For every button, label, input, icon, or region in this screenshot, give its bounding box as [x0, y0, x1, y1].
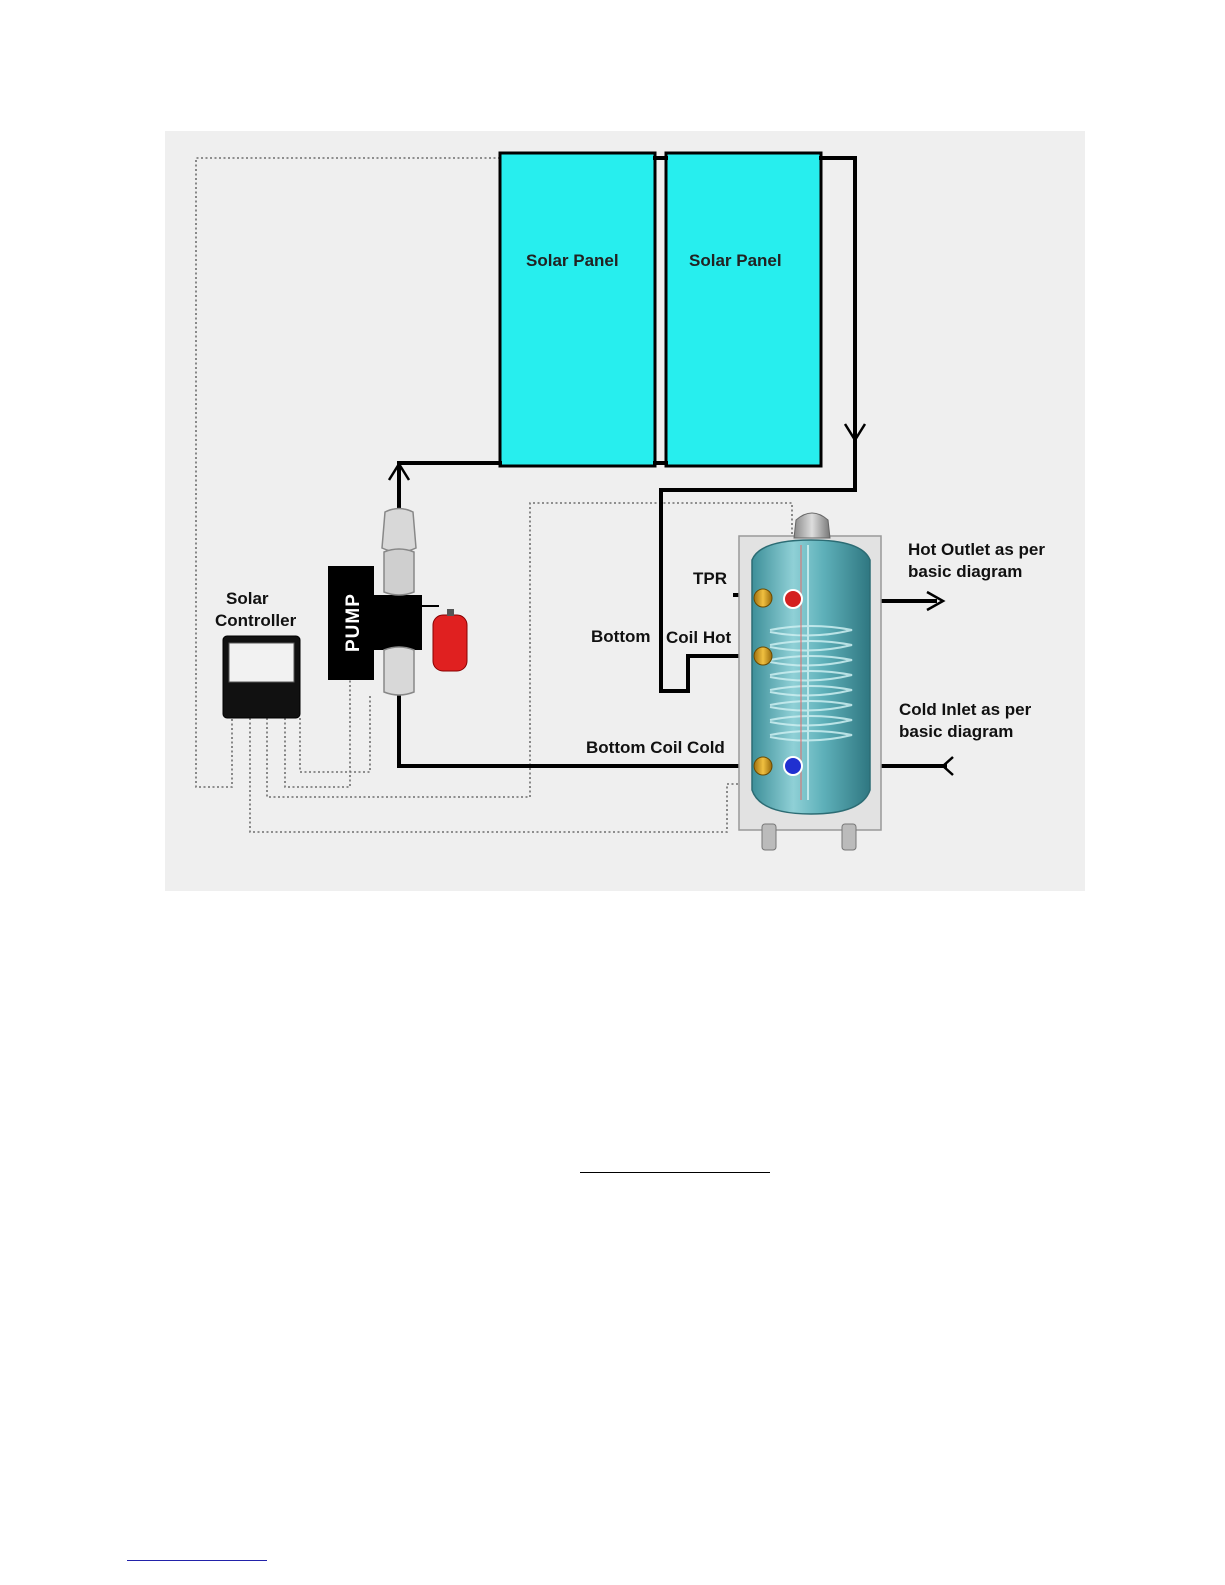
footnote-separator — [127, 1560, 267, 1561]
coil-cold-port — [754, 757, 772, 775]
pipe-fitting-bottom — [384, 647, 414, 695]
solar-panel-1-label: Solar Panel — [526, 251, 619, 270]
hot-outlet-label-2: basic diagram — [908, 562, 1022, 581]
cold-inlet-label-2: basic diagram — [899, 722, 1013, 741]
tank-body — [752, 540, 870, 814]
tank-foot-left — [762, 824, 776, 850]
solar-controller-label-2: Controller — [215, 611, 297, 630]
underline-rule — [580, 1172, 770, 1173]
tank-top-cap — [794, 513, 830, 538]
solar-panel-2: Solar Panel — [666, 153, 821, 466]
tank-foot-right — [842, 824, 856, 850]
expansion-vessel — [433, 615, 467, 671]
bottom-coil-hot-label-b: Coil Hot — [666, 628, 731, 647]
tpr-label: TPR — [693, 569, 727, 588]
cold-inlet-port — [784, 757, 802, 775]
bottom-coil-hot-label-a: Bottom — [591, 627, 650, 646]
hot-outlet-port — [784, 590, 802, 608]
cold-inlet-label-1: Cold Inlet as per — [899, 700, 1032, 719]
solar-panel-1: Solar Panel — [500, 153, 655, 466]
coil-hot-port — [754, 647, 772, 665]
tpr-port — [754, 589, 772, 607]
solar-panel-2-label: Solar Panel — [689, 251, 782, 270]
solar-controller-label-1: Solar — [226, 589, 269, 608]
bottom-coil-cold-label: Bottom Coil Cold — [586, 738, 725, 757]
hot-outlet-label-1: Hot Outlet as per — [908, 540, 1045, 559]
storage-tank — [739, 513, 881, 850]
pump-label: PUMP — [343, 593, 364, 652]
controller-screen — [229, 643, 294, 682]
pipe-fitting-top — [382, 509, 416, 553]
